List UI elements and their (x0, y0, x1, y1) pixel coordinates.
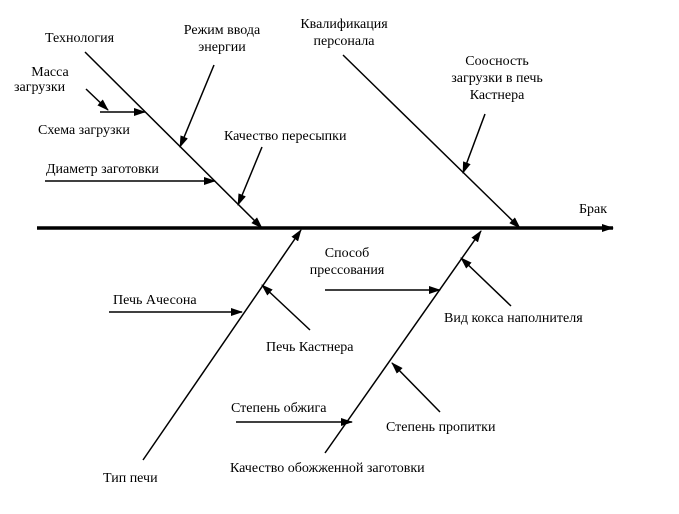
energy-mode-arrow (179, 64, 215, 148)
energy-mode-line2: энергии (198, 40, 246, 55)
technology-bone (84, 51, 263, 229)
load-mass-line2: загрузки (14, 80, 66, 95)
coaxial-arrow (462, 113, 486, 174)
load-mass-arrow (85, 88, 109, 111)
impregnation-arrow (391, 362, 441, 413)
fired-blank-bone (324, 230, 482, 454)
castner-furnace-arrow (261, 284, 311, 331)
load-mass-line1: Масса (31, 65, 69, 80)
furnace-type-label: Тип печи (103, 471, 158, 486)
pressing-method-label: Способ прессования (297, 245, 397, 279)
load-scheme-label: Схема загрузки (38, 123, 130, 138)
staff-bone (342, 54, 521, 229)
coke-filler-arrow (460, 257, 512, 307)
pressing-line2: прессования (309, 263, 385, 278)
energy-mode-label: Режим ввода энергии (172, 22, 272, 56)
castner-furnace-label: Печь Кастнера (266, 340, 354, 355)
coaxial-line3: Кастнера (469, 88, 525, 103)
fill-quality-label: Качество пересыпки (224, 129, 347, 144)
acheson-furnace-label: Печь Ачесона (113, 293, 197, 308)
firing-degree-label: Степень обжига (231, 401, 327, 416)
furnace-type-bone (142, 229, 302, 461)
blank-diameter-label: Диаметр заготовки (46, 162, 159, 177)
effect-label: Брак (579, 202, 608, 217)
coke-filler-label: Вид кокса наполнителя (444, 311, 583, 326)
load-mass-label: Масса загрузки (14, 64, 74, 96)
staff-line2: персонала (313, 34, 375, 49)
coaxial-line1: Соосность (465, 54, 529, 69)
impregnation-degree-label: Степень пропитки (386, 420, 496, 435)
pressing-line1: Способ (324, 246, 370, 261)
coaxial-line2: загрузки в печь (451, 71, 543, 86)
fired-blank-quality-label: Качество обожженной заготовки (230, 461, 425, 476)
staff-qualification-label: Квалификация персонала (289, 16, 399, 50)
staff-line1: Квалификация (300, 17, 388, 32)
fill-quality-arrow (237, 146, 263, 206)
technology-label: Технология (45, 31, 115, 46)
coaxial-loading-label: Соосность загрузки в печь Кастнера (437, 53, 557, 104)
energy-mode-line1: Режим ввода (183, 23, 261, 38)
